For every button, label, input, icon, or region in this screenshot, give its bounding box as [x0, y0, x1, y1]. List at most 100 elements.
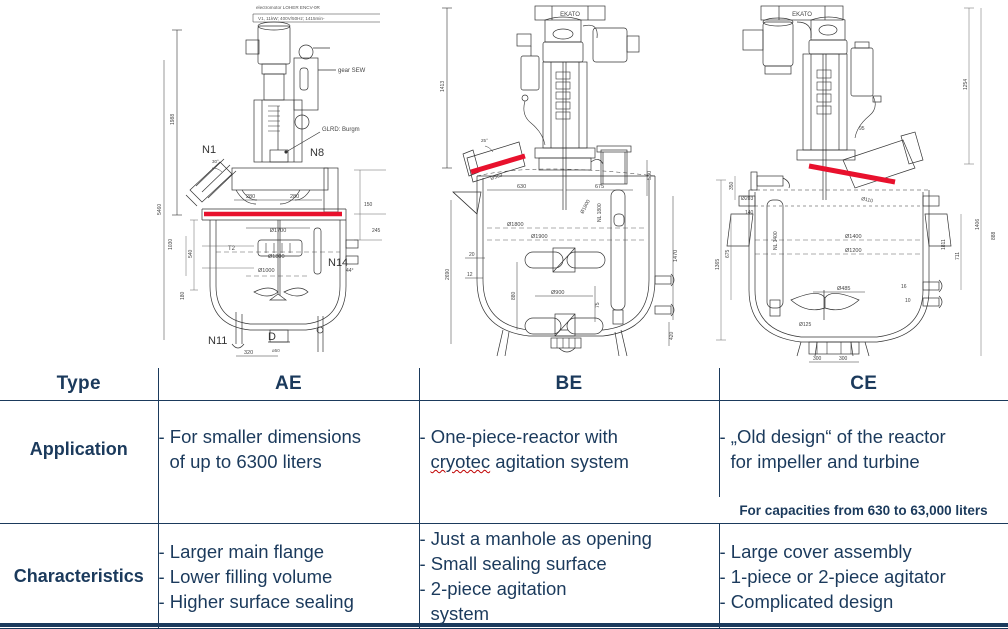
- svg-text:T2: T2: [228, 246, 236, 252]
- bullet-cont: for impeller and turbine: [720, 449, 1008, 474]
- svg-text:711: 711: [955, 252, 961, 260]
- capacity-spacer-label: [0, 497, 158, 524]
- svg-text:Ø485: Ø485: [837, 286, 850, 292]
- cover-highlight: [809, 166, 895, 182]
- header-type-label: Type: [0, 368, 158, 401]
- bullet-cont: cryotec agitation system: [420, 449, 719, 474]
- reactor-comparison-table: Type AE BE CE Application - For smaller …: [0, 368, 1008, 629]
- svg-text:300: 300: [813, 356, 822, 362]
- row-label-application: Application: [0, 401, 158, 498]
- bullet: - „Old design“ of the reactor: [720, 424, 1008, 449]
- bullet: - Lower filling volume: [159, 564, 419, 589]
- manhole-highlight: [471, 156, 525, 172]
- svg-text:Ø125: Ø125: [799, 322, 811, 328]
- bullet: - Large cover assembly: [720, 539, 1008, 564]
- svg-text:150: 150: [364, 202, 373, 208]
- svg-text:1406: 1406: [975, 219, 981, 230]
- reactor-drawing-ce: EKATO: [705, 0, 1008, 368]
- svg-text:540: 540: [188, 249, 194, 258]
- svg-text:20: 20: [469, 252, 475, 258]
- svg-text:Ø1800: Ø1800: [579, 199, 591, 215]
- bullet-cont-rest: agitation system: [490, 451, 629, 472]
- svg-text:16: 16: [901, 284, 907, 290]
- svg-text:5460: 5460: [157, 204, 163, 215]
- svg-text:675: 675: [595, 184, 604, 190]
- table-row-application: Application - For smaller dimensions of …: [0, 401, 1008, 498]
- svg-text:10: 10: [905, 298, 911, 304]
- svg-text:880: 880: [511, 291, 517, 300]
- svg-text:N11: N11: [208, 335, 227, 347]
- bullet: - For smaller dimensions: [159, 424, 419, 449]
- svg-text:25°: 25°: [481, 138, 488, 143]
- bullet: - Larger main flange: [159, 539, 419, 564]
- svg-text:75: 75: [595, 302, 601, 308]
- capacity-note: For capacities from 630 to 63,000 liters: [719, 497, 1008, 524]
- reactor-drawing-ae: electromotor LOHER ENCV-0R V1, 11kW; 400…: [150, 0, 410, 368]
- capacity-spacer-ae: [158, 497, 419, 524]
- table-row-characteristics: Characteristics - Larger main flange - L…: [0, 524, 1008, 629]
- svg-text:140: 140: [745, 210, 754, 216]
- svg-text:Ø1900: Ø1900: [531, 234, 548, 240]
- technical-drawings-panel: electromotor LOHER ENCV-0R V1, 11kW; 400…: [0, 0, 1008, 368]
- svg-text:Ø900: Ø900: [551, 290, 564, 296]
- svg-text:Ø1400: Ø1400: [845, 234, 862, 240]
- cell-application-ae: - For smaller dimensions of up to 6300 l…: [158, 401, 419, 498]
- bullet: - Just a manhole as opening: [420, 526, 719, 551]
- header-column-ae: AE: [158, 368, 419, 401]
- svg-text:300: 300: [839, 356, 848, 362]
- svg-text:Ø1800: Ø1800: [507, 222, 524, 228]
- svg-text:30°: 30°: [212, 159, 219, 164]
- cell-characteristics-ae: - Larger main flange - Lower filling vol…: [158, 524, 419, 629]
- svg-text:12: 12: [467, 272, 473, 278]
- svg-text:Ø110: Ø110: [861, 196, 874, 204]
- svg-text:888: 888: [991, 231, 997, 240]
- svg-text:1365: 1365: [715, 259, 721, 270]
- svg-text:Ø563: Ø563: [490, 172, 504, 182]
- svg-text:Ø1800: Ø1800: [268, 254, 285, 260]
- svg-text:1413: 1413: [440, 81, 446, 92]
- bullet: - 2-piece agitation: [420, 576, 719, 601]
- svg-text:1030: 1030: [168, 239, 174, 250]
- svg-text:V1, 11kW; 400V/50Hz; 1415min-: V1, 11kW; 400V/50Hz; 1415min-: [258, 16, 325, 21]
- svg-text:electromotor LOHER ENCV-0R: electromotor LOHER ENCV-0R: [256, 5, 321, 10]
- svg-text:280: 280: [290, 194, 299, 200]
- table-header-row: Type AE BE CE: [0, 368, 1008, 401]
- svg-text:630: 630: [517, 184, 526, 190]
- bullet-cont: of up to 6300 liters: [159, 449, 419, 474]
- header-column-ce: CE: [719, 368, 1008, 401]
- svg-text:gear SEW: gear SEW: [338, 68, 366, 74]
- svg-text:EKATO: EKATO: [792, 12, 812, 18]
- svg-text:GLRD: Burgm: GLRD: Burgm: [322, 127, 360, 133]
- svg-text:ø50: ø50: [272, 348, 280, 353]
- cell-characteristics-be: - Just a manhole as opening - Small seal…: [419, 524, 719, 629]
- capacity-spacer-be: [419, 497, 719, 524]
- svg-text:1254: 1254: [963, 79, 969, 90]
- row-label-characteristics: Characteristics: [0, 524, 158, 629]
- bullet: - One-piece-reactor with: [420, 424, 719, 449]
- svg-text:D: D: [268, 331, 276, 343]
- svg-text:N1: N1: [202, 144, 216, 156]
- slide-bottom-bar: [0, 623, 1008, 627]
- svg-text:1811: 1811: [941, 239, 947, 250]
- bullet: - 1-piece or 2-piece agitator: [720, 564, 1008, 589]
- svg-text:320: 320: [244, 350, 253, 356]
- svg-text:Ø203: Ø203: [741, 196, 753, 202]
- bullet: - Small sealing surface: [420, 551, 719, 576]
- bullet: - Complicated design: [720, 589, 1008, 614]
- svg-text:1470: 1470: [673, 250, 679, 262]
- svg-text:180: 180: [180, 291, 186, 300]
- svg-text:675: 675: [725, 249, 731, 258]
- svg-text:245: 245: [372, 228, 381, 234]
- svg-text:44°: 44°: [346, 268, 354, 274]
- svg-text:NL 1400: NL 1400: [773, 231, 779, 250]
- svg-text:420: 420: [669, 331, 675, 340]
- misspelled-word: cryotec: [431, 451, 491, 472]
- cell-application-ce: - „Old design“ of the reactor for impell…: [719, 401, 1008, 498]
- svg-text:1988: 1988: [170, 114, 176, 125]
- svg-text:95: 95: [859, 126, 865, 132]
- svg-text:350: 350: [729, 181, 735, 190]
- cell-characteristics-ce: - Large cover assembly - 1-piece or 2-pi…: [719, 524, 1008, 629]
- svg-text:280: 280: [246, 194, 255, 200]
- bullet: - Higher surface sealing: [159, 589, 419, 614]
- svg-text:2690: 2690: [445, 269, 451, 280]
